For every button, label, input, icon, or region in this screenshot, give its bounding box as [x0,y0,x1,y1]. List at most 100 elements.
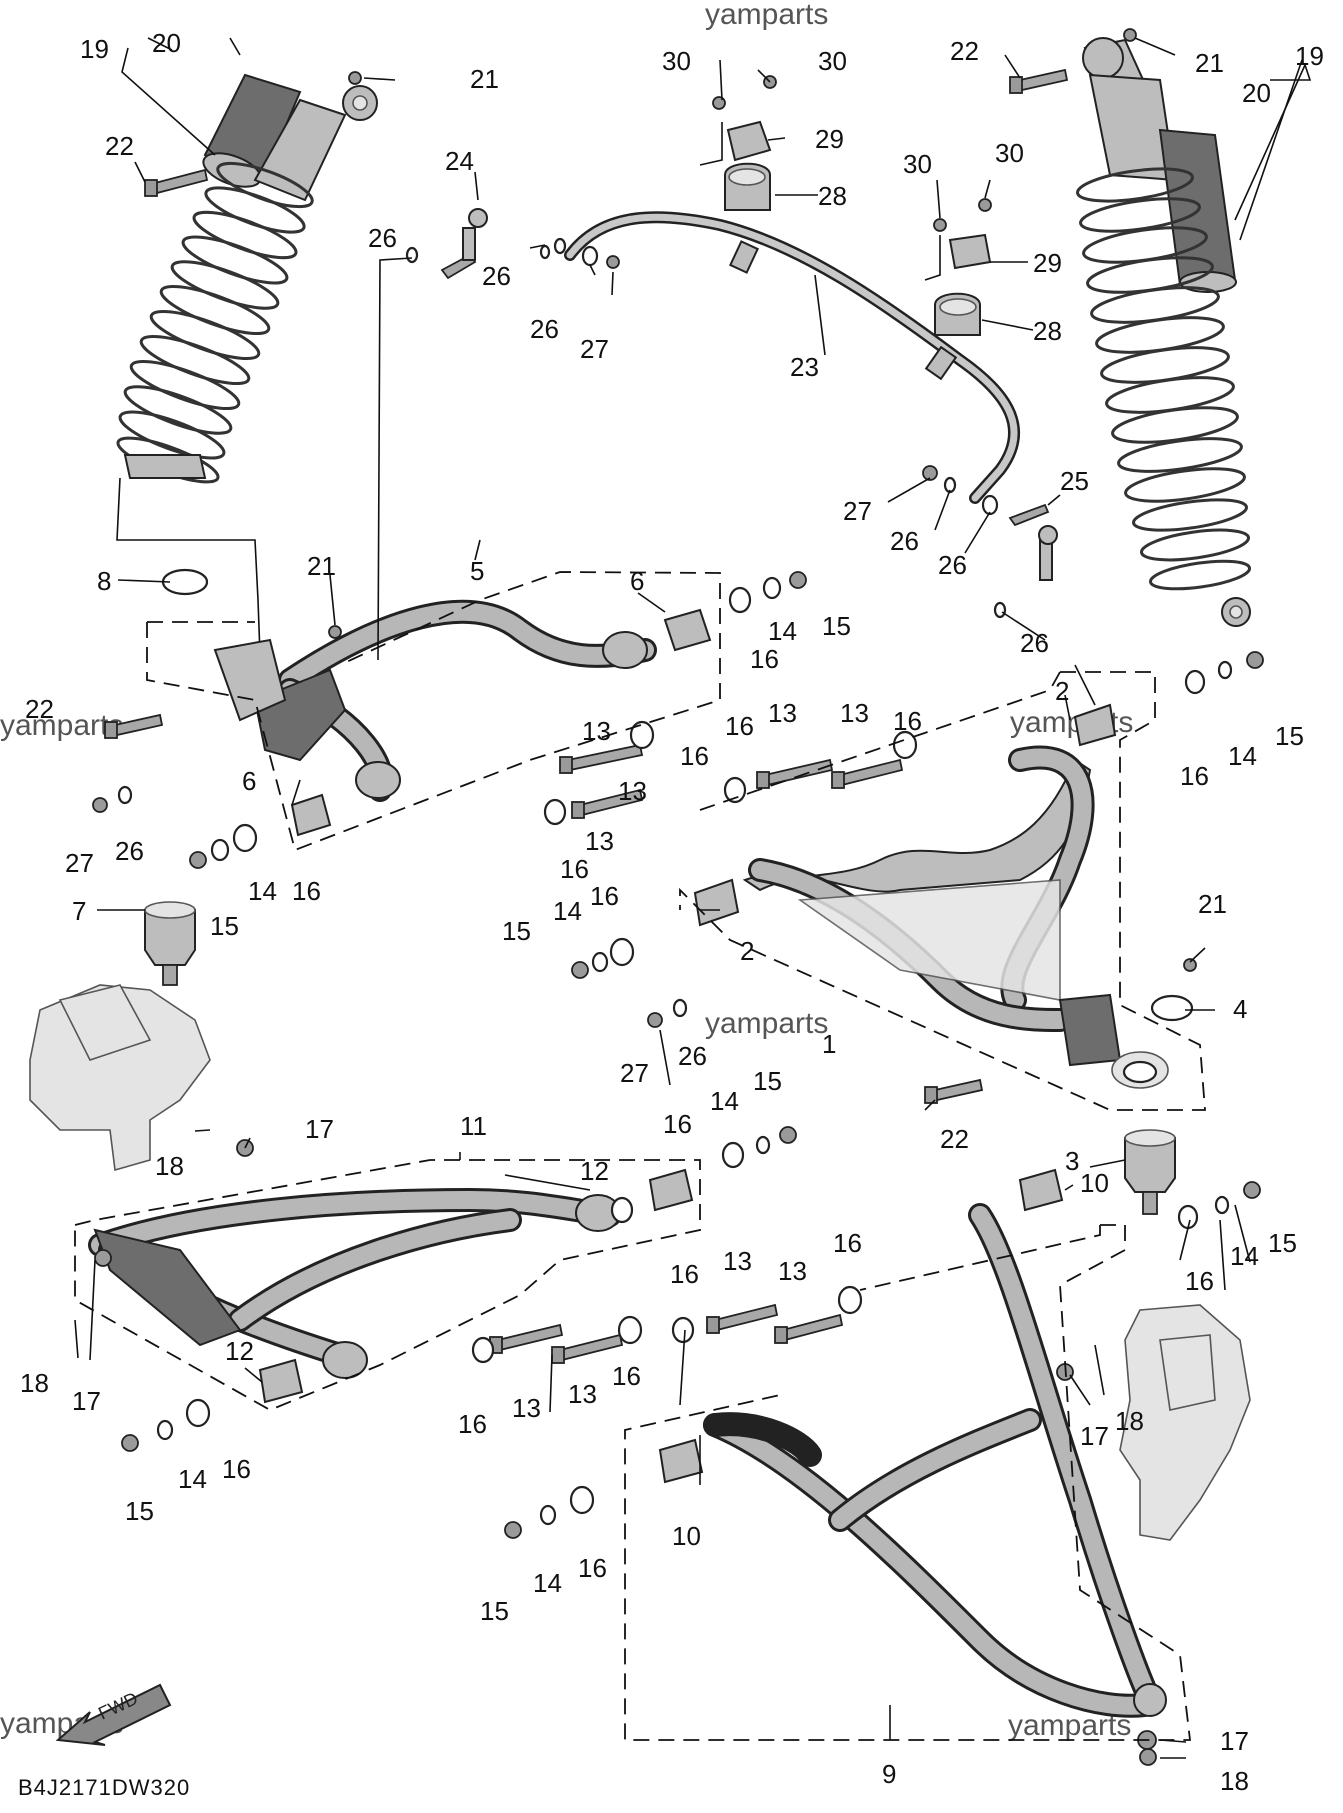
callout-14-h: 14 [533,1568,562,1598]
callout-19-left: 19 [80,34,109,64]
callout-13-d: 13 [840,698,869,728]
callout-13-h: 13 [723,1246,752,1276]
callout-15-g: 15 [125,1496,154,1526]
callout-15-e: 15 [753,1066,782,1096]
stabilizer-bar [564,211,1021,504]
callout-28-lower: 28 [1033,316,1062,346]
callout-23: 23 [790,352,819,382]
callout-16-f: 16 [292,876,321,906]
callout-18-d: 18 [1220,1766,1249,1796]
callout-10-lower: 10 [672,1521,701,1551]
callout-26-g: 26 [115,836,144,866]
stabilizer-holder-lower [924,233,992,336]
callouts: 1 2 2 3 4 5 6 6 7 8 9 10 10 11 12 12 13 … [20,28,1324,1796]
callout-5: 5 [470,556,484,586]
bushings [258,608,1117,1484]
stabilizer-link-left [440,208,488,280]
callout-26-d: 26 [890,526,919,556]
callout-2-lower: 2 [740,936,754,966]
left-shock-spring [116,161,314,484]
callout-14-g: 14 [178,1464,207,1494]
callout-22-b: 22 [950,36,979,66]
callout-26-e: 26 [938,550,967,580]
callout-28-upper: 28 [818,181,847,211]
callout-21-d: 21 [1198,889,1227,919]
callout-19-right: 19 [1295,41,1324,71]
callout-18-c: 18 [1115,1406,1144,1436]
callout-29-lower: 29 [1033,248,1062,278]
watermark-top: yamparts [705,0,828,31]
callout-16-a: 16 [750,644,779,674]
callout-12-lower: 12 [225,1336,254,1366]
watermark-center: yamparts [705,1007,828,1040]
callout-27-d: 27 [620,1058,649,1088]
callout-11: 11 [460,1111,487,1141]
callout-16-p: 16 [578,1553,607,1583]
callout-14-d: 14 [1228,741,1257,771]
callout-17-b: 17 [72,1386,101,1416]
callout-17-a: 17 [305,1114,334,1144]
callout-13-e: 13 [585,826,614,856]
leader-lines [74,37,1312,1759]
callout-13-c: 13 [768,698,797,728]
ball-joint-right [1124,1129,1176,1215]
callout-16-d: 16 [893,706,922,736]
lower-arm-right [742,745,1169,1089]
callout-13-a: 13 [582,716,611,746]
callout-16-k: 16 [1185,1266,1214,1296]
stabilizer-holder-upper [699,120,772,211]
callout-13-g: 13 [568,1379,597,1409]
callout-4: 4 [1233,994,1247,1024]
callout-13-b: 13 [618,776,647,806]
callout-21-b: 21 [1195,48,1224,78]
callout-18-b: 18 [20,1368,49,1398]
left-shock-absorber [116,73,378,484]
washers-and-nuts [92,28,1264,1766]
callout-6-upper: 6 [630,566,644,596]
callout-12-upper: 12 [580,1156,609,1186]
callout-24: 24 [445,146,474,176]
ball-joint-left [144,901,196,986]
callout-13-i: 13 [778,1256,807,1286]
callout-27-c: 27 [65,848,94,878]
callout-16-j: 16 [833,1228,862,1258]
bolts [104,68,1069,1364]
callout-20-left: 20 [152,28,181,58]
callout-8: 8 [97,566,111,596]
callout-27-b: 27 [843,496,872,526]
callout-26-c: 26 [530,314,559,344]
callout-16-e: 16 [560,854,589,884]
callout-14-a: 14 [768,616,797,646]
callout-1: 1 [822,1029,836,1059]
callout-14-c: 14 [553,896,582,926]
callout-17-d: 17 [1220,1726,1249,1756]
knuckle-left [29,984,211,1172]
callout-6-lower: 6 [242,766,256,796]
callout-16-m: 16 [612,1361,641,1391]
callout-30-d: 30 [995,138,1024,168]
callout-30-c: 30 [903,149,932,179]
callout-22-d: 22 [940,1124,969,1154]
callout-15-f: 15 [1268,1228,1297,1258]
callout-20-right: 20 [1242,78,1271,108]
callout-26-h: 26 [678,1041,707,1071]
callout-2-upper: 2 [1055,676,1069,706]
callout-15-d: 15 [1275,721,1304,751]
callout-16-h: 16 [1180,761,1209,791]
callout-21-a: 21 [470,64,499,94]
lower-arm-lower-right [703,1203,1167,1718]
upper-arm-left [213,599,657,802]
callout-16-c: 16 [725,711,754,741]
callout-10-upper: 10 [1080,1168,1109,1198]
callout-7: 7 [72,896,86,926]
callout-18-a: 18 [155,1151,184,1181]
group-outlines [74,571,1206,1741]
callout-16-b: 16 [680,741,709,771]
callout-15-a: 15 [822,611,851,641]
callout-22-a: 22 [105,131,134,161]
watermark-left: yamparts [0,709,123,742]
stabilizer-link-right [1008,503,1058,581]
callout-26-a: 26 [368,223,397,253]
right-shock-absorber [1076,37,1252,627]
